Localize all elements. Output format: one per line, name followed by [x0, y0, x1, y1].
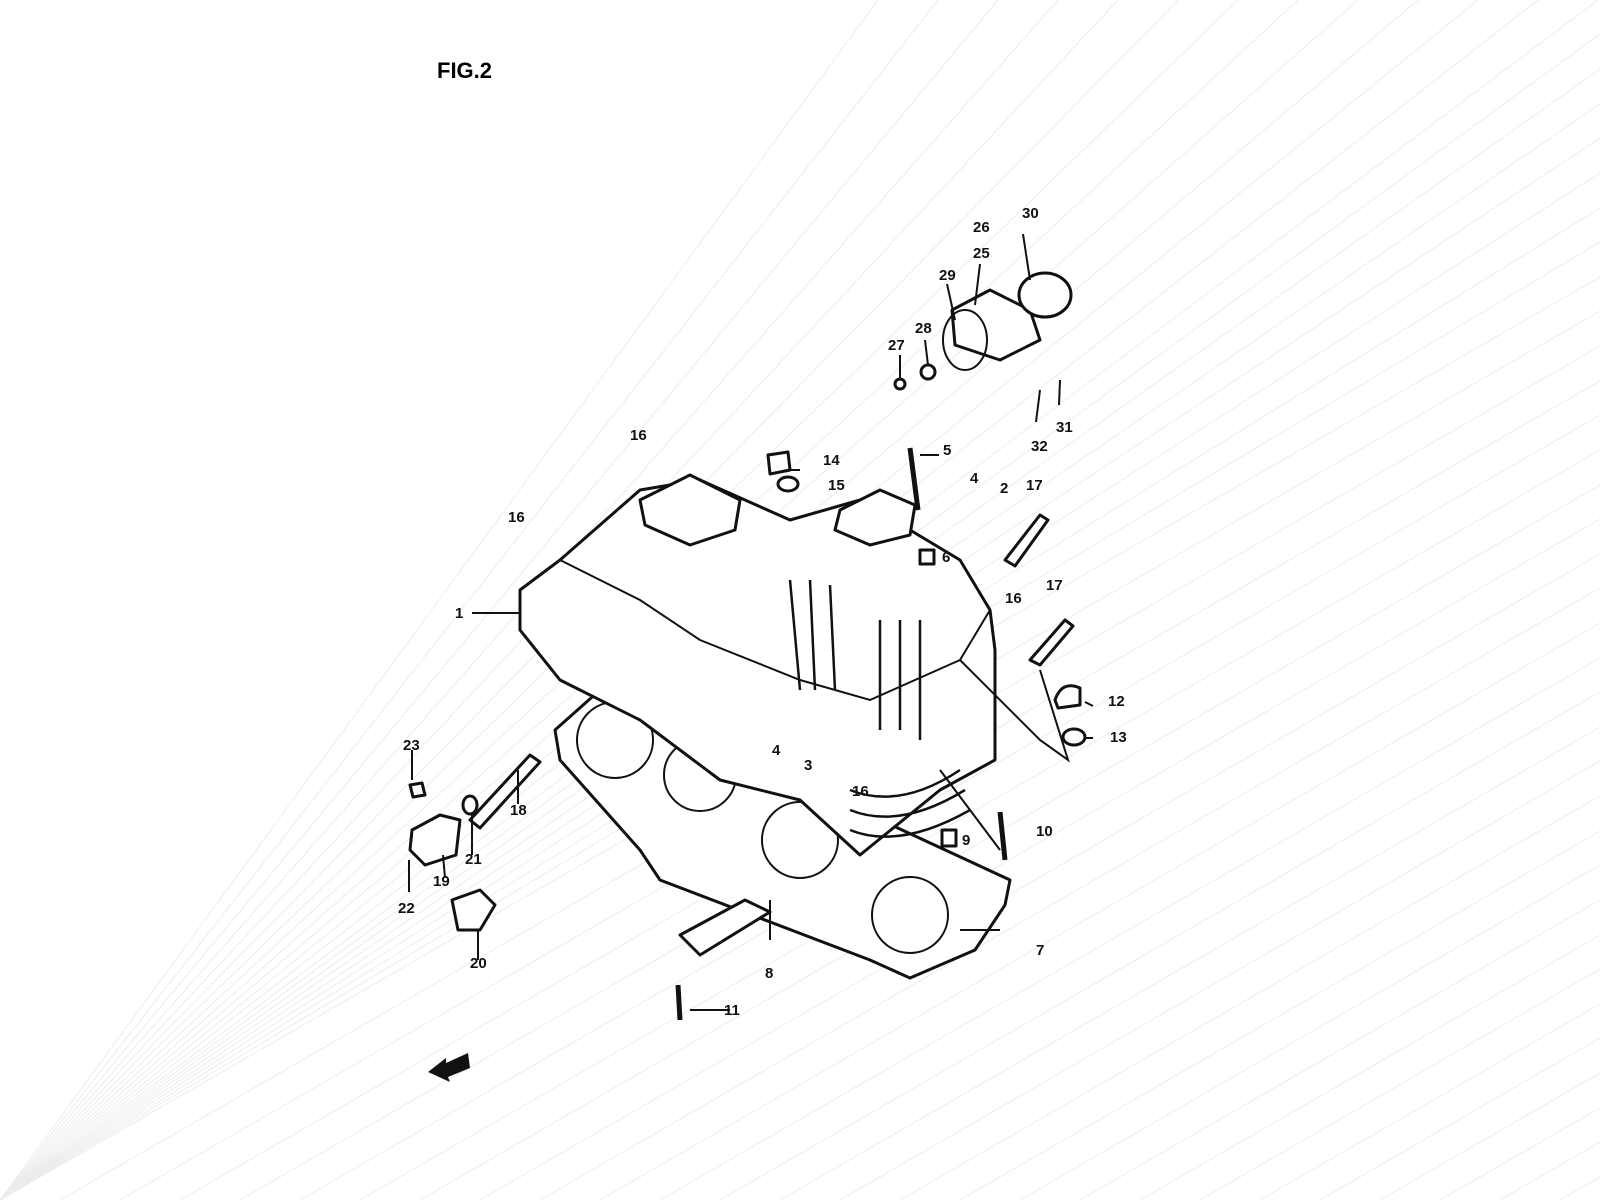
arrow-left-icon	[428, 1053, 470, 1082]
callout-2: 2	[1000, 480, 1008, 497]
plug-cap	[408, 781, 427, 799]
watermark-hatch	[1439, 1107, 1600, 1200]
callout-12: 12	[1108, 693, 1125, 710]
gasket-strip	[678, 898, 772, 957]
watermark-hatch	[0, 0, 999, 1200]
callout-23: 23	[403, 737, 420, 754]
callout-16: 16	[852, 783, 869, 800]
callout-28: 28	[915, 320, 932, 337]
watermark-hatch	[479, 553, 1600, 1200]
gasket-bore	[871, 876, 949, 954]
washer	[919, 363, 937, 381]
cam-holder	[833, 488, 917, 547]
callout-19: 19	[433, 873, 450, 890]
cap-nut	[1053, 684, 1082, 710]
watermark-hatch	[1259, 1003, 1600, 1200]
callout-17: 17	[1026, 477, 1043, 494]
watermark-hatch	[359, 484, 1600, 1200]
callout-16: 16	[508, 509, 525, 526]
callout-9: 9	[962, 832, 970, 849]
watermark-hatch	[599, 622, 1600, 1200]
bolt	[997, 811, 1008, 861]
bolt	[675, 984, 683, 1021]
watermark-hatch	[419, 518, 1600, 1200]
watermark-hatch	[719, 691, 1600, 1200]
callout-8: 8	[765, 965, 773, 982]
callout-22: 22	[398, 900, 415, 917]
watermark-hatch	[1139, 934, 1600, 1200]
callout-20: 20	[470, 955, 487, 972]
watermark-hatch	[1199, 968, 1600, 1200]
callout-14: 14	[823, 452, 840, 469]
callout-18: 18	[510, 802, 527, 819]
spark-plug	[1003, 513, 1050, 568]
callout-13: 13	[1110, 729, 1127, 746]
callout-4: 4	[772, 742, 781, 759]
o-ring	[942, 309, 988, 371]
callout-10: 10	[1036, 823, 1053, 840]
watermark-hatch	[899, 795, 1600, 1200]
cooling-fins	[788, 579, 971, 838]
tacho-housing	[408, 813, 462, 867]
callout-3: 3	[804, 757, 812, 774]
watermark-hatch	[539, 587, 1600, 1200]
nut	[766, 450, 792, 476]
tacho-bracket	[450, 888, 497, 932]
watermark-hatch	[779, 726, 1600, 1200]
washer	[1061, 727, 1087, 747]
callout-11: 11	[724, 1002, 740, 1019]
spark-plug	[1028, 618, 1075, 667]
intake-clamp	[1017, 271, 1073, 319]
callout-30: 30	[1022, 205, 1039, 222]
watermark-hatch	[1319, 1037, 1600, 1200]
watermark-hatch	[0, 0, 939, 1200]
figure-title: FIG.2	[437, 58, 492, 83]
callout-27: 27	[888, 337, 905, 354]
watermark-hatch	[959, 830, 1600, 1200]
callout-5: 5	[943, 442, 951, 459]
callout-16: 16	[630, 427, 647, 444]
callout-4: 4	[970, 470, 979, 487]
cam-holder	[638, 473, 742, 547]
callouts: 1 2 3 4 4 5 6 7 8 9 10 11 12 13 14 15 16…	[398, 205, 1127, 1019]
watermark-hatch	[299, 449, 1600, 1200]
watermark-hatch	[1379, 1072, 1600, 1200]
callout-16: 16	[1005, 590, 1022, 607]
watermark-hatch	[1079, 899, 1600, 1200]
intake-flange	[950, 288, 1042, 362]
callout-17: 17	[1046, 577, 1063, 594]
tacho-gear	[468, 753, 542, 830]
callout-32: 32	[1031, 438, 1048, 455]
callout-1: 1	[455, 605, 463, 622]
callout-26: 26	[973, 219, 990, 236]
watermark-hatch	[1559, 1176, 1600, 1200]
washer	[461, 794, 479, 816]
bolt	[907, 447, 921, 511]
dowel	[940, 828, 958, 848]
watermark-hatch	[659, 657, 1600, 1200]
callout-7: 7	[1036, 942, 1044, 959]
callout-31: 31	[1056, 419, 1073, 436]
callout-6: 6	[942, 549, 950, 566]
callout-15: 15	[828, 477, 845, 494]
callout-21: 21	[465, 851, 482, 868]
watermark-hatch	[1019, 864, 1600, 1200]
callout-25: 25	[973, 245, 990, 262]
washer	[776, 475, 800, 493]
leader-lines	[408, 233, 1094, 1011]
watermark-hatch	[0, 0, 879, 1200]
dowel	[918, 548, 936, 566]
watermark-hatch	[839, 760, 1600, 1200]
callout-29: 29	[939, 267, 956, 284]
screw	[893, 377, 907, 391]
watermark-hatch	[1499, 1141, 1600, 1200]
